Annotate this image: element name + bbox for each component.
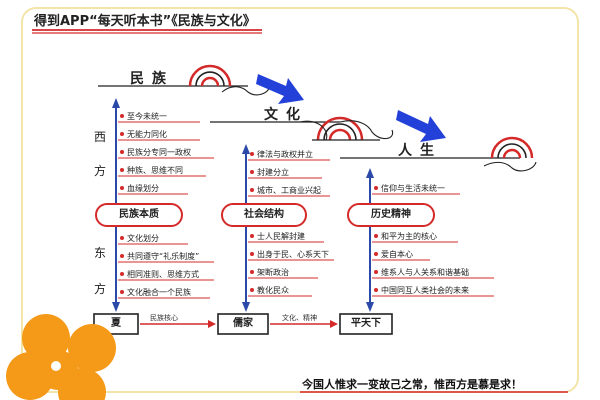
rensheng-header-decor <box>340 136 537 172</box>
header-minzu: 民族 <box>130 71 174 87</box>
col2-bottom-item: 士人民解封建 <box>257 232 305 241</box>
box-minzu-benzhi-shape <box>95 203 183 227</box>
flower-decoration <box>6 314 116 400</box>
header-wenhua: 文化 <box>264 107 308 123</box>
col2-bottom-item: 出身于民、心系天下 <box>257 250 329 259</box>
col1-top-item: 至今未统一 <box>127 112 167 121</box>
spine-arrowheads <box>112 98 374 312</box>
link-label-2: 文化、精神 <box>282 314 317 322</box>
col2-top-item: 律法与政权并立 <box>257 150 313 159</box>
col1-bottom-item: 共同遵守“礼乐制度” <box>127 252 200 261</box>
col1-top-item: 民族分专同一政权 <box>127 148 191 157</box>
side-label-fang-1: 方 <box>94 164 107 178</box>
footer-quote: 今国人惟求一变故己之常，惟西方是慕是求！ <box>302 378 522 391</box>
col3-bottom-item: 爱自本心 <box>381 250 413 259</box>
page-title: 得到APP“每天听本书”《民族与文化》 <box>34 14 256 29</box>
box-pingtianxia: 平天下 <box>351 318 381 329</box>
box-lishi-jingshen: 历史精神 <box>371 209 411 220</box>
col2-bottom-item: 教化民众 <box>257 286 289 295</box>
blue-arrow-2 <box>396 110 446 142</box>
box-rujia-shape <box>217 313 269 335</box>
col1-top-item: 种族、思维不同 <box>127 166 183 175</box>
col1-top-item: 血缘划分 <box>127 184 159 193</box>
box-xia: 夏 <box>111 318 121 329</box>
col3-top-item: 信仰与生活未统一 <box>381 184 445 193</box>
col1-top-item: 无能力同化 <box>127 130 167 139</box>
blue-arrow-1 <box>256 74 304 104</box>
item-underlines <box>118 121 494 299</box>
header-rensheng: 人生 <box>398 143 442 159</box>
box-shehui-jiegou: 社会结构 <box>244 209 284 220</box>
col3-bottom-item: 和平为主的核心 <box>381 232 437 241</box>
link-label-1: 民族核心 <box>150 314 178 322</box>
col3-bottom-item: 中国同互人类社会的未来 <box>381 286 469 295</box>
box-minzu-benzhi: 民族本质 <box>119 209 159 220</box>
col1-bottom-item: 相同准则、思维方式 <box>127 270 199 279</box>
side-label-xi: 西 <box>94 130 107 144</box>
box-rujia: 儒家 <box>233 318 253 329</box>
col2-top-item: 封建分立 <box>257 168 289 177</box>
col1-bottom-item: 文化融合一个民族 <box>127 288 191 297</box>
side-label-dong: 东 <box>94 246 107 260</box>
minzu-header-decor <box>98 64 271 96</box>
col1-bottom-item: 文化划分 <box>127 234 159 243</box>
col2-bottom-item: 架断政治 <box>257 268 289 277</box>
item-bullets <box>120 114 378 294</box>
col2-top-item: 城市、工商业兴起 <box>257 186 321 195</box>
box-shehui-jiegou-shape <box>221 203 307 227</box>
wenhua-header-decor <box>210 116 394 141</box>
box-pingtianxia-shape <box>339 313 393 335</box>
side-label-fang-2: 方 <box>94 282 107 296</box>
col3-bottom-item: 维系人与人关系和谐基础 <box>381 268 469 277</box>
box-lishi-jingshen-shape <box>347 203 435 227</box>
